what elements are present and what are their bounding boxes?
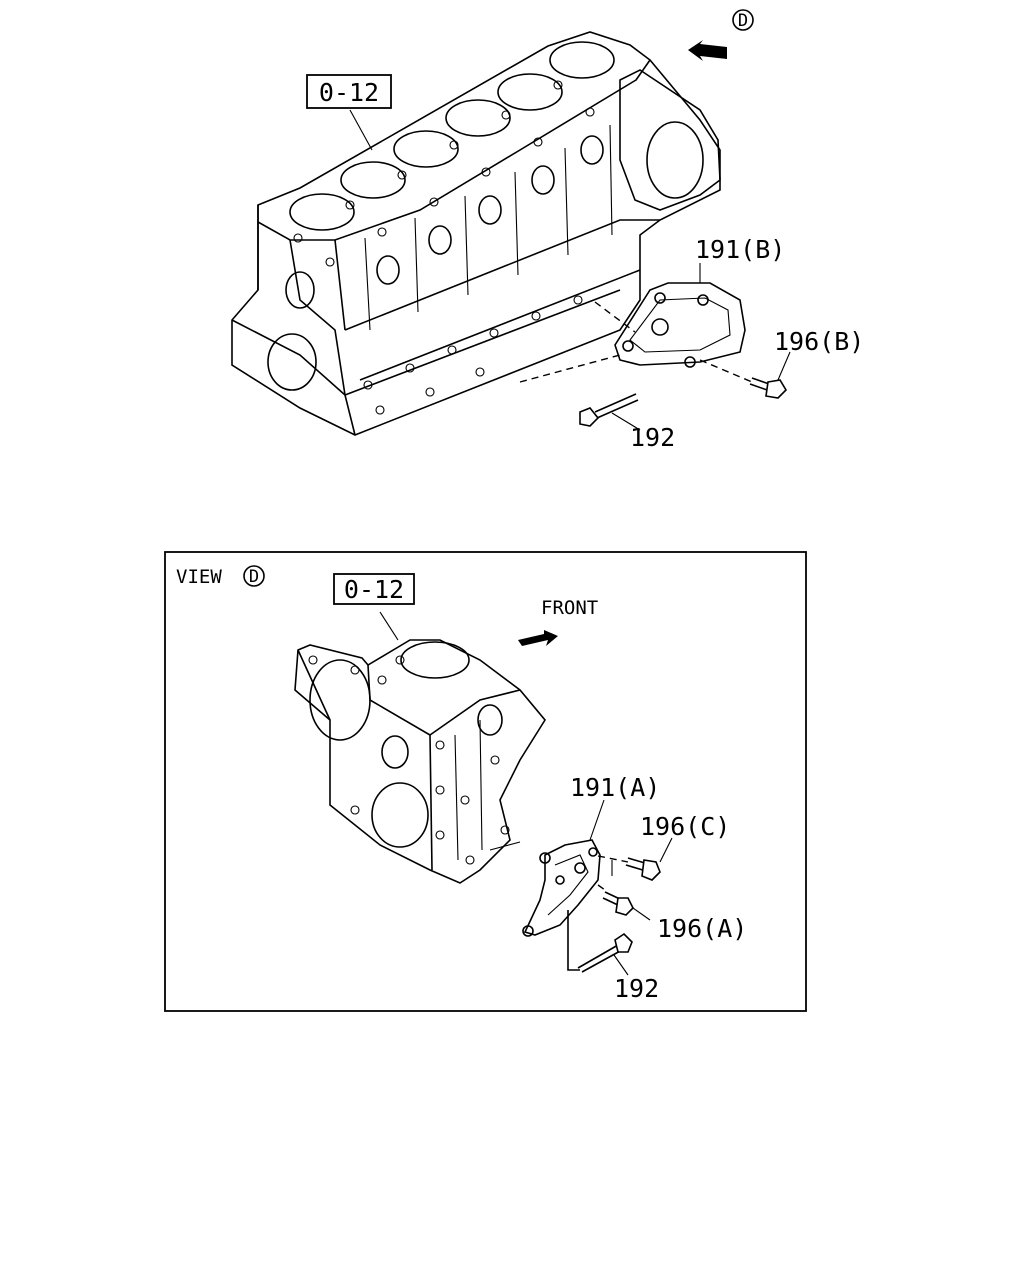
view-d-panel-frame [164, 551, 807, 1012]
callout-196c: 196(C) [640, 812, 730, 841]
callout-196a: 196(A) [657, 914, 747, 943]
ref-box-0-12-top [306, 74, 392, 109]
view-d-title-marker-letter: D [249, 567, 259, 587]
view-d-marker-letter: D [738, 11, 748, 31]
bolt-192-view-d-drawing [577, 932, 633, 973]
callout-192-view-d: 192 [614, 974, 659, 1003]
bracket-191a-drawing [522, 839, 601, 937]
bracket-191b-drawing [614, 282, 746, 368]
bolt-196a-drawing [602, 891, 634, 916]
bolt-196c-drawing [625, 857, 661, 881]
view-d-title: VIEW [176, 566, 222, 588]
callout-191a: 191(A) [570, 773, 660, 802]
view-d-marker-circle [732, 9, 754, 31]
bolt-196b-drawing [749, 377, 788, 399]
ref-box-0-12-view-d [333, 573, 415, 605]
bolt-192-top-drawing [579, 393, 639, 427]
front-direction-label: FRONT [541, 597, 598, 619]
callout-196b: 196(B) [774, 327, 864, 356]
arrow-icon [688, 40, 727, 61]
arrow-icon [518, 630, 558, 646]
callout-191b: 191(B) [695, 235, 785, 264]
ref-box-0-12-view-d-text: 0-12 [344, 575, 404, 604]
callout-192-top: 192 [630, 423, 675, 452]
ref-box-0-12-top-text: 0-12 [319, 78, 379, 107]
top-engine-block-drawing [231, 31, 721, 436]
view-d-engine-block-drawing [294, 639, 546, 884]
view-d-title-marker-circle [243, 565, 265, 587]
